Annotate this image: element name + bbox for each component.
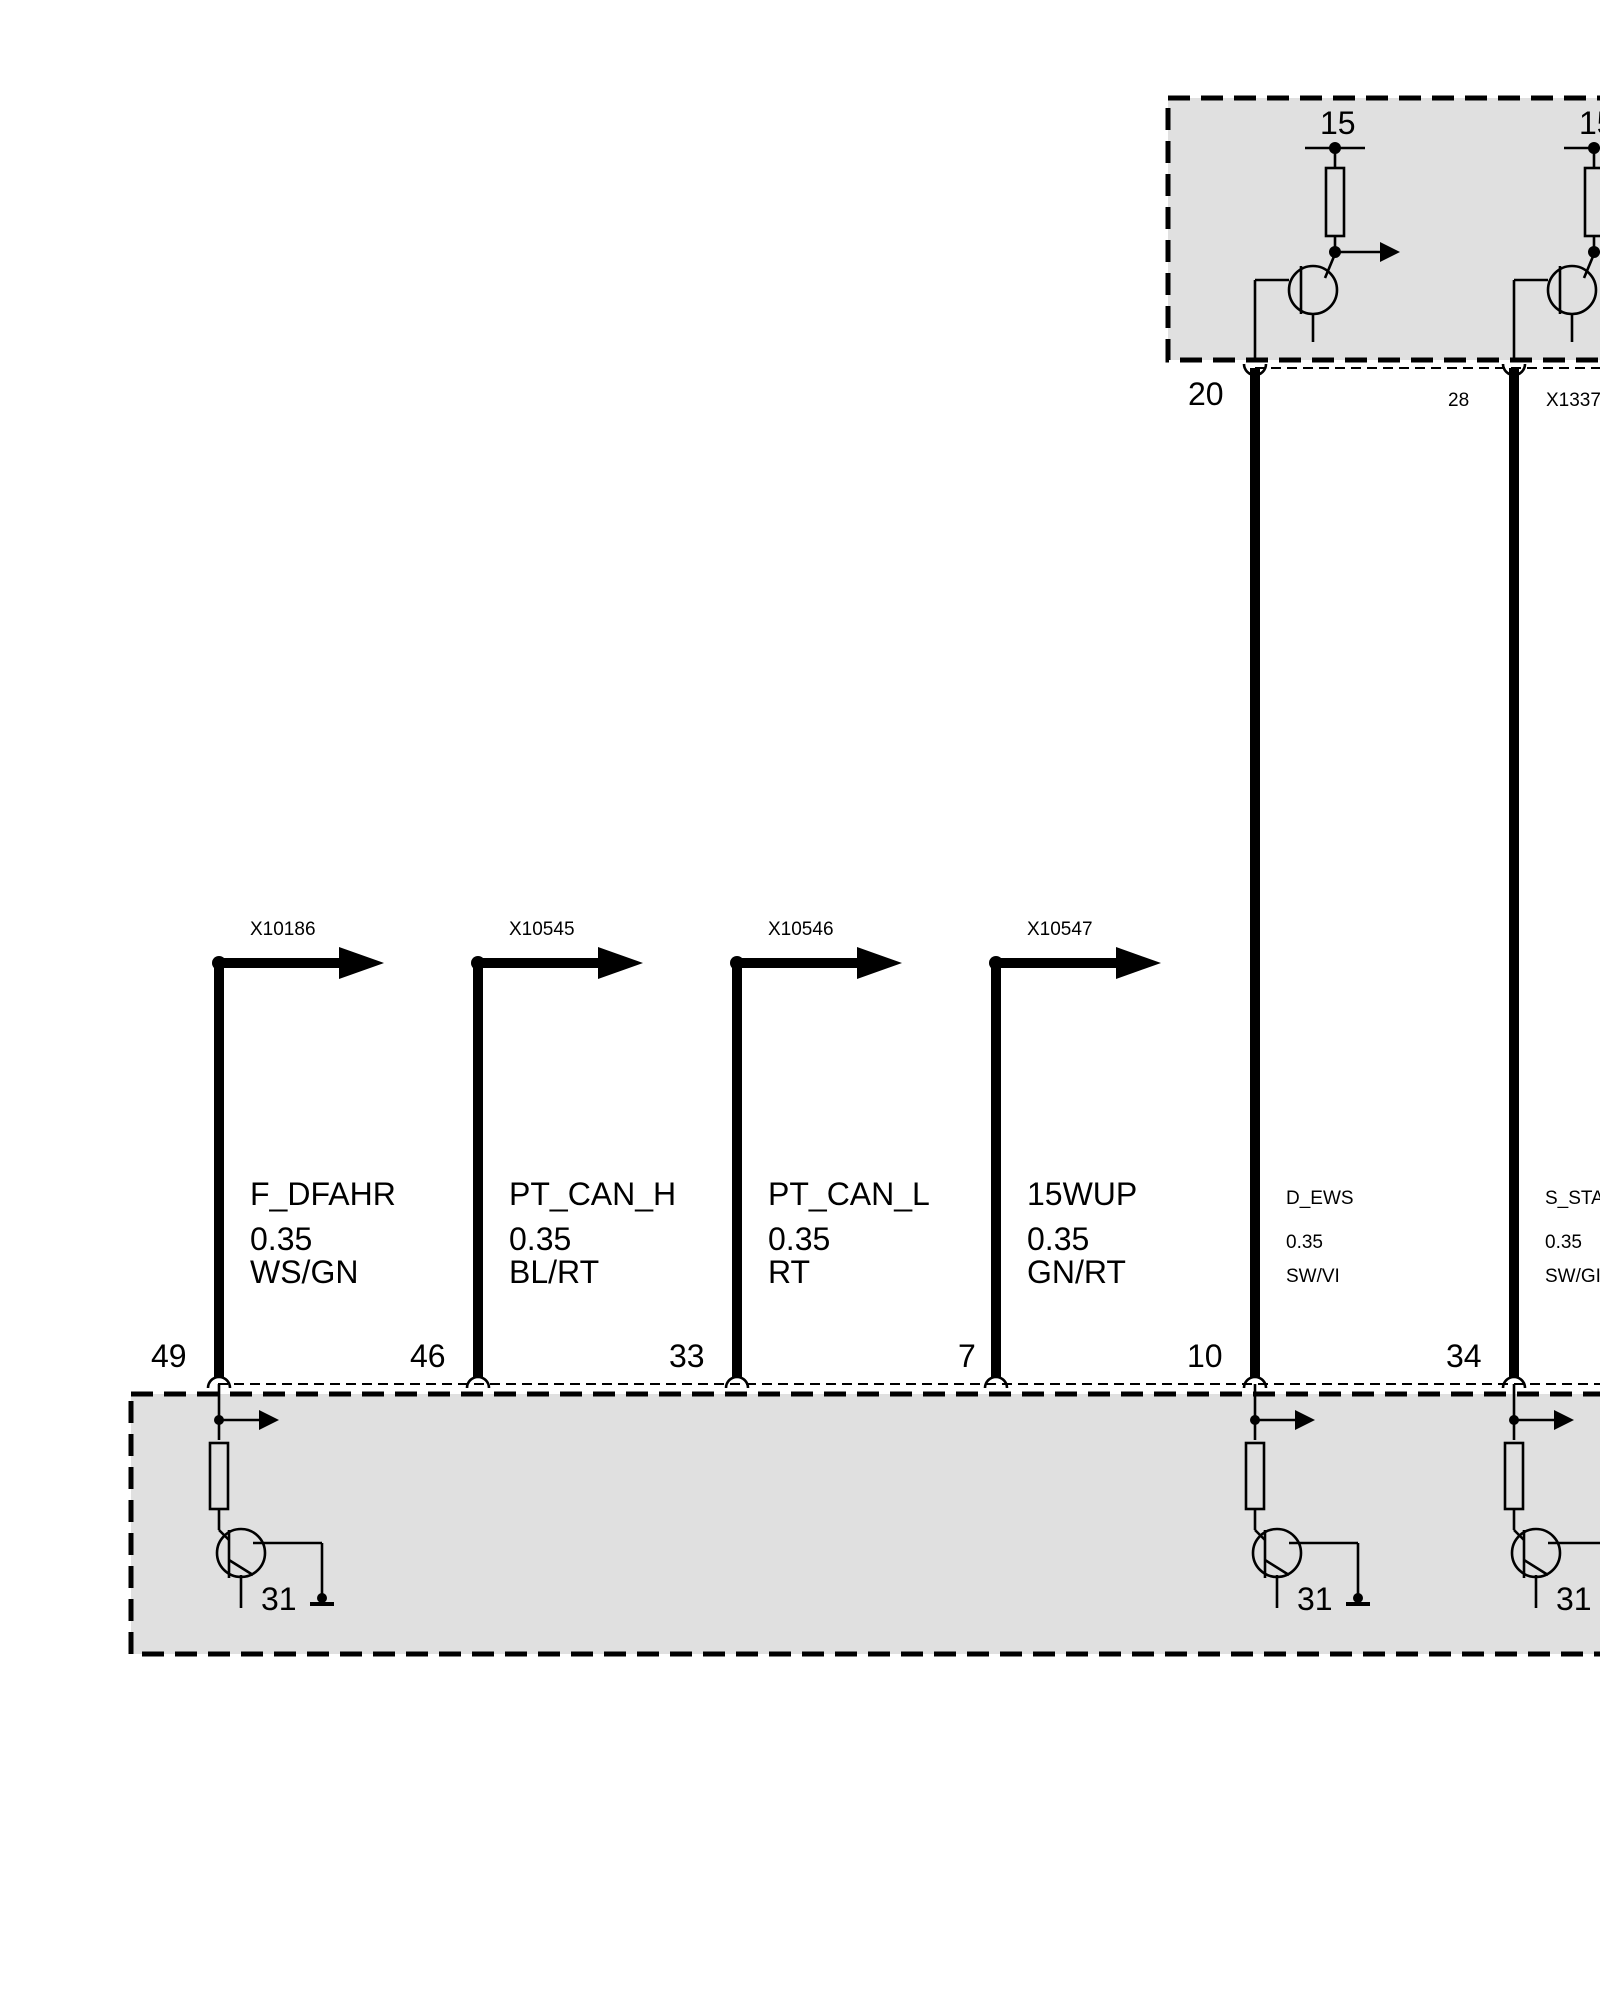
wire-color: WS/GN	[250, 1254, 358, 1290]
connector-bump	[1501, 1375, 1527, 1389]
transistor-emitter	[1523, 1558, 1549, 1577]
connector-id: X10545	[509, 919, 575, 940]
junction-dot	[1353, 1593, 1363, 1603]
wire-color: RT	[768, 1254, 810, 1290]
top-module-box	[1165, 95, 1600, 363]
output-arrow	[1116, 947, 1161, 979]
connector-bump	[465, 1375, 491, 1389]
pin-number: 34	[1446, 1338, 1482, 1374]
signal-name: D_EWS	[1286, 1188, 1354, 1209]
pin-number: 7	[958, 1338, 976, 1374]
transistor-collector	[218, 1529, 230, 1541]
output-arrow	[1380, 242, 1400, 262]
transistor-emitter	[1264, 1558, 1290, 1577]
connector-id: X10546	[768, 919, 834, 940]
signal-name: PT_CAN_H	[509, 1176, 676, 1212]
cross-section: 0.35	[250, 1221, 312, 1257]
cross-section: 0.35	[509, 1221, 571, 1257]
pin-number: 10	[1187, 1338, 1223, 1374]
connector-bump	[206, 1375, 232, 1389]
signal-name: 15WUP	[1027, 1176, 1137, 1212]
transistor-collector	[1582, 253, 1596, 279]
bottom-module-box	[128, 1391, 1600, 1657]
connector-id: X10186	[250, 919, 316, 940]
cross-section: 0.35	[1286, 1232, 1323, 1253]
cross-section: 0.35	[1545, 1232, 1582, 1253]
wire-color: GN/RT	[1027, 1254, 1126, 1290]
cross-section: 0.35	[1027, 1221, 1089, 1257]
connector-bump	[1242, 363, 1268, 377]
ground-label: 31	[1556, 1581, 1592, 1617]
supply-label: 15	[1320, 105, 1356, 141]
signal-name: PT_CAN_L	[768, 1176, 930, 1212]
connector-id: X10547	[1027, 919, 1093, 940]
connector-bump	[724, 1375, 750, 1389]
wire-color: BL/RT	[509, 1254, 599, 1290]
pin-number: 49	[151, 1338, 187, 1374]
connector-bump	[983, 1375, 1009, 1389]
transistor-collector	[1513, 1529, 1525, 1541]
wire-group: X10186F_DFAHR0.35WS/GN4931X10545PT_CAN_H…	[151, 363, 1600, 1617]
supply-label: 15	[1579, 105, 1600, 141]
transistor-collector	[1323, 253, 1337, 279]
output-arrow	[339, 947, 384, 979]
transistor-collector	[1254, 1529, 1266, 1541]
wire-color: SW/VI	[1286, 1266, 1340, 1287]
top-pin-number: 28	[1448, 390, 1469, 411]
driver-output-arrow	[1295, 1410, 1315, 1430]
top-pin-number: 20	[1188, 376, 1224, 412]
driver-output-arrow	[1554, 1410, 1574, 1430]
output-arrow	[857, 947, 902, 979]
output-arrow	[598, 947, 643, 979]
connector-bump	[1242, 1375, 1268, 1389]
pin-number: 46	[410, 1338, 446, 1374]
top-connector-label: X1337	[1546, 390, 1600, 411]
driver-output-arrow	[259, 1410, 279, 1430]
transistor-emitter	[228, 1558, 254, 1577]
top-pin-group: 15201528	[1188, 105, 1600, 412]
junction-dot	[317, 1593, 327, 1603]
connector-bump	[1501, 363, 1527, 377]
cross-section: 0.35	[768, 1221, 830, 1257]
signal-name: S_STA	[1545, 1188, 1600, 1209]
signal-name: F_DFAHR	[250, 1176, 396, 1212]
wire-color: SW/GI	[1545, 1266, 1600, 1287]
pin-number: 33	[669, 1338, 705, 1374]
ground-label: 31	[261, 1581, 297, 1617]
top-pin-28: 1528	[1448, 105, 1600, 411]
ground-label: 31	[1297, 1581, 1333, 1617]
